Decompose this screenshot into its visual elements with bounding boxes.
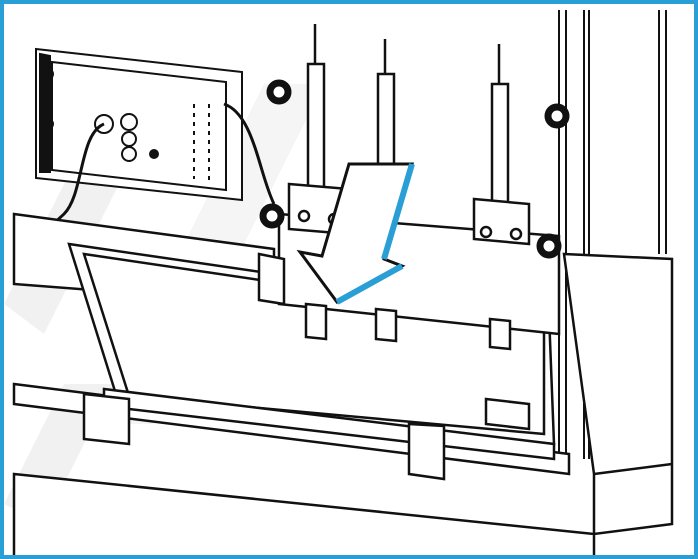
right-frame-post <box>558 10 667 459</box>
lower-frame-assembly <box>12 212 674 555</box>
assembly-illustration <box>4 10 674 555</box>
center-rod <box>374 39 398 343</box>
circuit-board-panel <box>35 47 243 202</box>
knob-group <box>259 79 570 259</box>
right-clamp <box>472 197 531 246</box>
right-rod <box>488 44 512 351</box>
direction-arrow <box>296 162 415 305</box>
